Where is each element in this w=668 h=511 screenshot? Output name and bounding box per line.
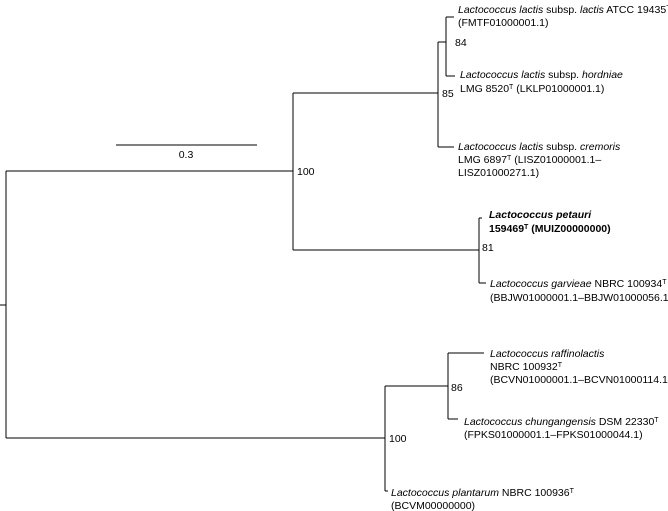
bootstrap-value: 100 [297, 166, 315, 178]
taxon-text-run: T [524, 224, 529, 231]
taxon-text-run: Lactococcus garvieae [490, 278, 592, 290]
taxon-label-raffinolactis: Lactococcus raffinolactis NBRC 100932T (… [490, 348, 668, 386]
taxon-text-run: (BBJW01000001.1–BBJW01000056.1) [490, 292, 668, 304]
taxon-text-run: LMG 6897 [458, 154, 507, 166]
taxon-text-run: cremoris [580, 141, 621, 153]
taxon-text-run: (LKLP01000001.1) [513, 83, 604, 95]
taxon-text-run: lactis [580, 4, 605, 16]
taxon-text-run: DSM 22330 [596, 416, 655, 428]
bootstrap-value: 84 [455, 37, 467, 49]
taxon-text-run: Lactococcus raffinolactis [490, 348, 605, 360]
taxon-text-run: (LISZ01000001.1– [511, 154, 601, 166]
taxon-text-run: T [662, 279, 667, 286]
bootstrap-values: 100 85 84 81 86 100 [297, 37, 494, 445]
bootstrap-value: 81 [482, 242, 494, 254]
taxon-text-run: T [654, 417, 659, 424]
taxon-text-run: Lactococcus chungangensis [464, 416, 597, 428]
taxon-label-lactis-lactis: Lactococcus lactis subsp. lactis ATCC 19… [458, 4, 668, 29]
taxon-label-garvieae: Lactococcus garvieae NBRC 100934T (BBJW0… [490, 278, 668, 304]
taxon-text-run: (FPKS01000001.1–FPKS01000044.1) [464, 429, 643, 441]
taxon-text-run: T [507, 155, 512, 162]
taxon-label-chungangensis: Lactococcus chungangensis DSM 22330T (FP… [464, 416, 662, 441]
taxon-text-run: NBRC 100934 [592, 278, 663, 290]
taxon-text-run: T [558, 362, 563, 369]
taxon-text-run: hordniae [582, 69, 623, 81]
taxon-text-run: (FMTF01000001.1) [458, 17, 548, 29]
taxon-label-lactis-cremoris: Lactococcus lactis subsp. cremoris LMG 6… [458, 141, 623, 179]
taxon-text-run: NBRC 100932 [490, 361, 558, 373]
tree-branches [0, 16, 486, 492]
scale-bar: 0.3 [116, 144, 257, 161]
taxon-text-run: ATCC 19435 [604, 4, 666, 16]
taxon-text-run: (BCVM00000000) [391, 500, 475, 511]
taxon-text-run: (BCVN01000001.1–BCVN01000114.1) [490, 374, 668, 386]
taxon-text-run: subsp. [545, 69, 582, 81]
taxon-text-run: LMG 8520 [460, 83, 509, 95]
taxon-label-lactis-hordniae: Lactococcus lactis subsp. hordniae LMG 8… [460, 69, 626, 95]
taxon-text-run: Lactococcus plantarum [391, 487, 499, 499]
taxon-label-petauri: Lactococcus petauri 159469T (MUIZ0000000… [489, 209, 611, 235]
taxon-text-run: T [570, 488, 575, 495]
bootstrap-value: 100 [389, 433, 407, 445]
bootstrap-value: 86 [451, 382, 463, 394]
taxon-text-run: Lactococcus petauri [489, 209, 592, 221]
taxon-text-run: Lactococcus lactis [458, 4, 544, 16]
taxon-label-plantarum: Lactococcus plantarum NBRC 100936T (BCVM… [391, 487, 577, 511]
taxon-text-run: subsp. [543, 141, 580, 153]
taxon-text-run: Lactococcus lactis [458, 141, 544, 153]
scale-bar-label: 0.3 [179, 149, 194, 161]
taxon-text-run: (MUIZ00000000) [528, 223, 610, 235]
taxon-text-run: LISZ01000271.1) [458, 167, 539, 179]
taxon-text-run: 159469 [489, 223, 524, 235]
taxon-text-run: T [666, 5, 668, 12]
taxon-text-run: T [509, 84, 514, 91]
taxon-text-run: NBRC 100936 [499, 487, 570, 499]
taxon-labels: Lactococcus lactis subsp. lactis ATCC 19… [391, 4, 668, 511]
taxon-text-run: subsp. [543, 4, 580, 16]
bootstrap-value: 85 [442, 88, 454, 100]
taxon-text-run: Lactococcus lactis [460, 69, 546, 81]
